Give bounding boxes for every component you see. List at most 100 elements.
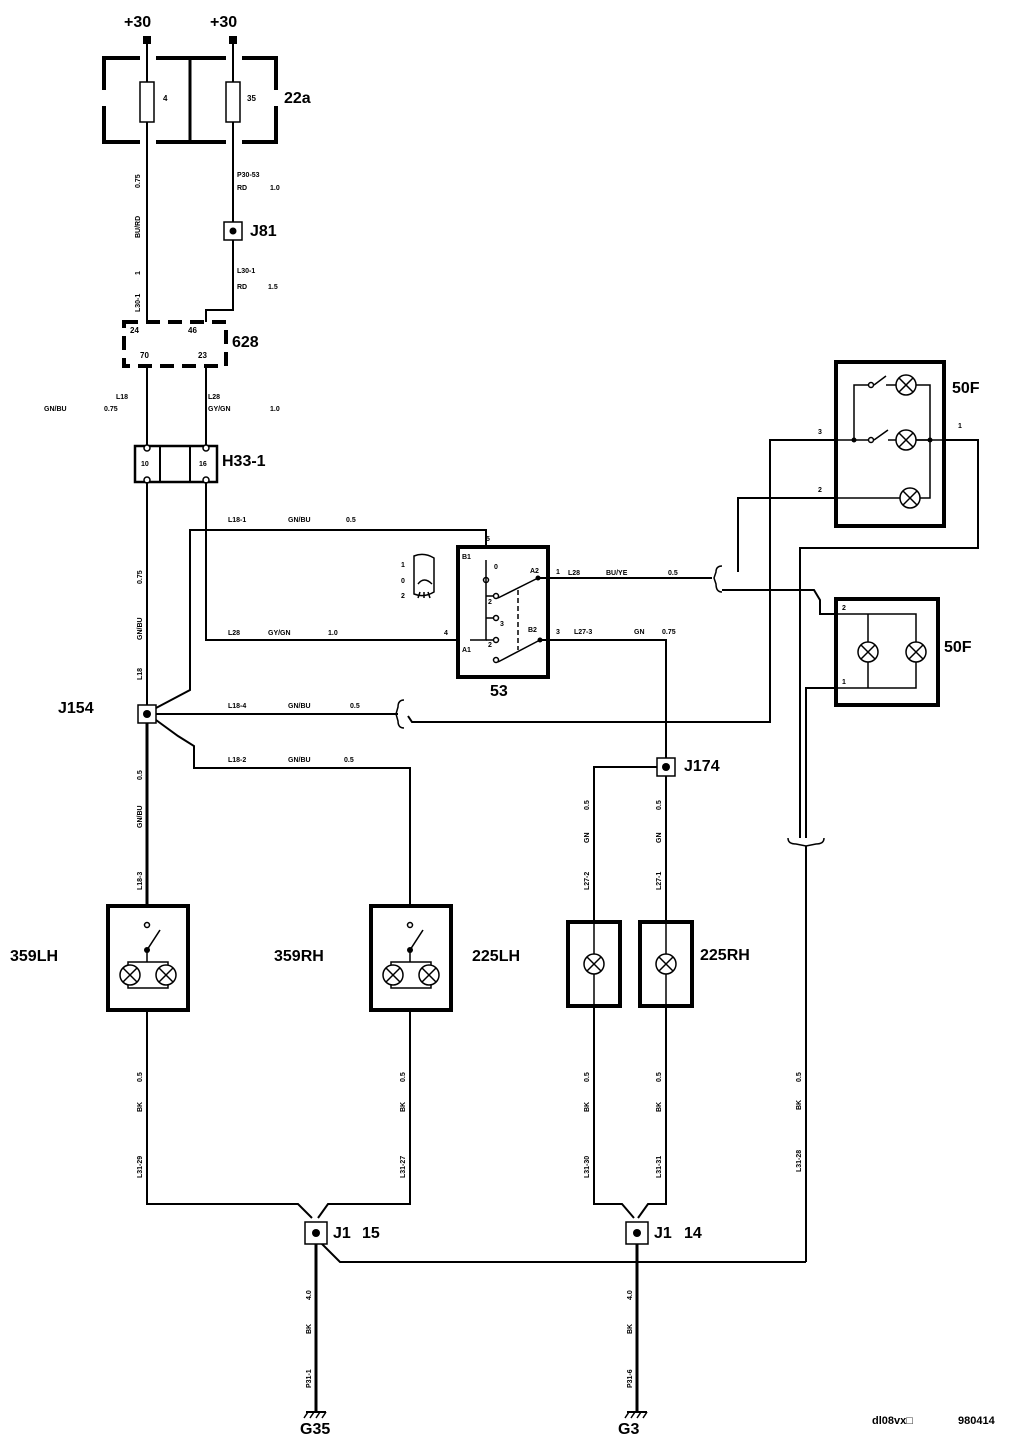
svg-text:4.0: 4.0 xyxy=(306,1290,313,1300)
fuse-panel-50f-bottom: 50F 2 1 xyxy=(834,597,972,707)
svg-text:GN: GN xyxy=(634,629,645,636)
svg-text:RD: RD xyxy=(237,284,247,291)
j1-14-label: J1 xyxy=(654,1225,672,1242)
svg-text:1.0: 1.0 xyxy=(328,630,338,637)
wire-label-w9: 1 L28 BU/YE 0.5 xyxy=(556,569,678,577)
svg-text:GN: GN xyxy=(656,833,663,844)
fuse-panel-50f-top: 50F 3 2 1 xyxy=(818,360,980,528)
j1-15-label: J1 xyxy=(333,1225,351,1242)
svg-text:1: 1 xyxy=(958,423,962,430)
headlamp-switch-symbol: 1 0 2 xyxy=(401,553,435,600)
junction-j1-15: J1 15 xyxy=(304,1221,380,1245)
svg-text:P31-6: P31-6 xyxy=(627,1369,634,1388)
bulb-icon xyxy=(119,964,141,986)
svg-text:1: 1 xyxy=(842,679,846,686)
bulb-icon xyxy=(857,641,879,663)
svg-text:GN/BU: GN/BU xyxy=(44,406,67,413)
svg-text:0.5: 0.5 xyxy=(400,1072,407,1082)
svg-text:2: 2 xyxy=(401,593,405,600)
wire-label-w16: 0.5 BK L31-29 xyxy=(137,1072,144,1178)
svg-text:0.5: 0.5 xyxy=(350,703,360,710)
svg-text:A2: A2 xyxy=(530,568,539,575)
svg-text:2: 2 xyxy=(488,599,492,606)
svg-text:0.5: 0.5 xyxy=(796,1072,803,1082)
svg-text:BU/YE: BU/YE xyxy=(606,570,628,577)
svg-text:4.0: 4.0 xyxy=(627,1290,634,1300)
svg-text:1: 1 xyxy=(556,569,560,576)
supply-terminal-a: +30 xyxy=(124,14,151,44)
switch-53-label: 53 xyxy=(490,683,508,700)
connector-628-label: 628 xyxy=(232,334,259,351)
svg-text:L18-2: L18-2 xyxy=(228,757,246,764)
wire-label-w3: L30-1 RD 1.5 xyxy=(237,268,278,291)
svg-text:L31-28: L31-28 xyxy=(796,1150,803,1172)
svg-text:L18-3: L18-3 xyxy=(137,872,144,890)
connector-h33-1: 10 16 H33-1 xyxy=(133,444,266,484)
bulb-icon xyxy=(583,953,605,975)
svg-text:BK: BK xyxy=(400,1102,407,1112)
svg-text:L18: L18 xyxy=(116,394,128,401)
svg-text:0.5: 0.5 xyxy=(137,770,144,780)
svg-text:2: 2 xyxy=(842,605,846,612)
svg-text:0.5: 0.5 xyxy=(137,1072,144,1082)
bulb-icon xyxy=(895,374,917,396)
svg-text:L27-3: L27-3 xyxy=(574,629,592,636)
wire-label-w10: 3 L27-3 GN 0.75 xyxy=(556,629,676,636)
svg-text:A1: A1 xyxy=(462,647,471,654)
359rh-label: 359RH xyxy=(274,948,324,965)
svg-text:BK: BK xyxy=(627,1324,634,1334)
junction-j81: J81 xyxy=(223,221,277,241)
svg-text:1: 1 xyxy=(135,271,142,275)
g3-label: G3 xyxy=(618,1421,639,1438)
fuse-4-label: 4 xyxy=(163,94,168,103)
wire-label-w12: L18-2 GN/BU 0.5 xyxy=(228,757,354,764)
svg-text:GN/BU: GN/BU xyxy=(288,517,311,524)
svg-text:L31-31: L31-31 xyxy=(656,1156,663,1178)
225rh-label: 225RH xyxy=(700,947,750,964)
svg-text:GN/BU: GN/BU xyxy=(288,757,311,764)
svg-text:0.5: 0.5 xyxy=(656,800,663,810)
junction-j154: J154 xyxy=(58,700,157,724)
j81-label: J81 xyxy=(250,223,277,240)
svg-text:GN/BU: GN/BU xyxy=(288,703,311,710)
225lh-label: 225LH xyxy=(472,948,520,965)
svg-text:L31-27: L31-27 xyxy=(400,1156,407,1178)
svg-text:BK: BK xyxy=(306,1324,313,1334)
svg-text:BU/RD: BU/RD xyxy=(135,216,142,238)
svg-text:P30-53: P30-53 xyxy=(237,172,260,179)
bulb-icon xyxy=(655,953,677,975)
junction-j1-14: J1 14 xyxy=(625,1221,702,1245)
svg-text:L31-29: L31-29 xyxy=(137,1156,144,1178)
supply-terminal-b: +30 xyxy=(210,14,237,44)
svg-text:70: 70 xyxy=(140,351,149,360)
svg-text:BK: BK xyxy=(137,1102,144,1112)
wire-label-w22: 4.0 BK P31-6 xyxy=(627,1290,634,1388)
wire-label-w13: 0.5 GN/BU L18-3 xyxy=(137,770,144,890)
ground-g3-icon: G3 xyxy=(618,1411,648,1438)
wire-label-w2: P30-53 RD 1.0 xyxy=(237,172,280,192)
supply-label-a: +30 xyxy=(124,14,151,31)
ground-g35-icon: G35 xyxy=(300,1411,330,1438)
svg-text:L30-1: L30-1 xyxy=(135,294,142,312)
diagram-code: dl08vx□ xyxy=(872,1415,913,1427)
svg-text:L27-1: L27-1 xyxy=(656,872,663,890)
svg-text:L18: L18 xyxy=(137,668,144,680)
bulb-icon xyxy=(418,964,440,986)
h33-1-label: H33-1 xyxy=(222,453,266,470)
j1-14-pin: 14 xyxy=(684,1225,702,1242)
wire-label-w4: L18 GN/BU 0.75 xyxy=(44,394,128,413)
svg-text:L27-2: L27-2 xyxy=(584,872,591,890)
light-switch-53: B1 A2 B2 A1 0 2 3 2 53 xyxy=(456,545,550,700)
wire-label-w1: 0.75 BU/RD 1 L30-1 xyxy=(135,174,142,312)
lamp-225lh: 225LH xyxy=(472,920,622,1008)
svg-text:P31-1: P31-1 xyxy=(306,1369,313,1388)
bulb-icon xyxy=(899,487,921,509)
wire-label-w21: 4.0 BK P31-1 xyxy=(306,1290,313,1388)
svg-text:1.5: 1.5 xyxy=(268,284,278,291)
svg-text:L18-1: L18-1 xyxy=(228,517,246,524)
wire-label-w14: 0.5 GN L27-2 xyxy=(584,800,591,890)
wire-label-w18: 0.5 BK L31-30 xyxy=(584,1072,591,1178)
lamp-359rh: 359RH xyxy=(274,904,453,1012)
wire-label-w5: L28 GY/GN 1.0 xyxy=(208,394,280,413)
